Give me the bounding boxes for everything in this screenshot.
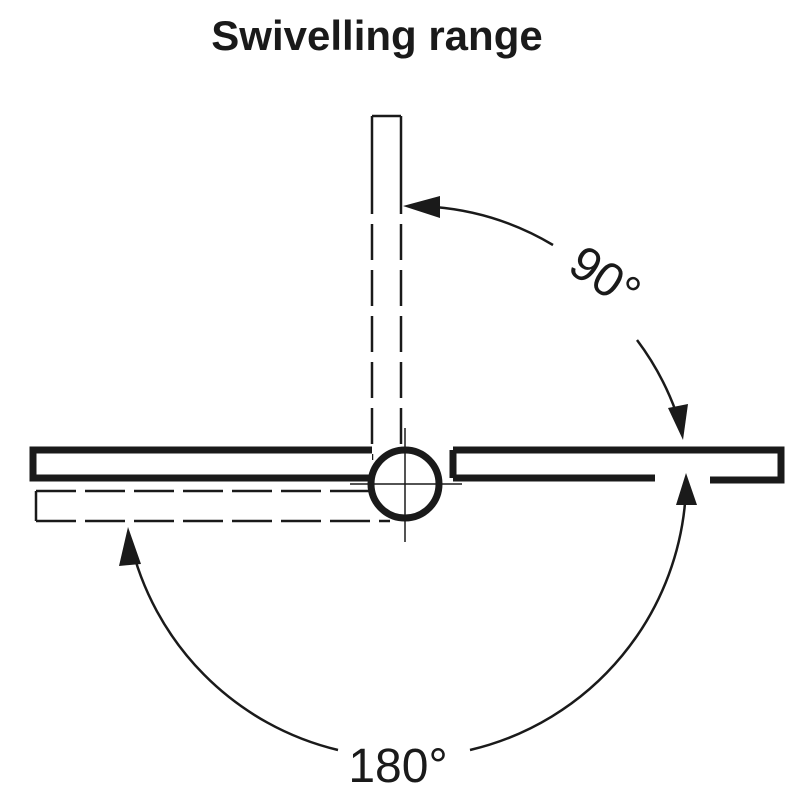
hinge-pivot	[350, 428, 462, 542]
lower-leaf-phantom	[34, 489, 390, 523]
arc-180-degrees	[119, 473, 697, 752]
angle-180-label: 180°	[348, 740, 447, 789]
arrow-up-90-icon	[403, 196, 440, 218]
angle-90-label: 90°	[560, 236, 650, 321]
arc-90-degrees	[403, 196, 688, 440]
arrow-down-90-icon	[668, 404, 688, 440]
vertical-leaf-phantom	[370, 114, 403, 460]
arrow-up-180-left-icon	[119, 527, 141, 566]
horizontal-leaf	[29, 446, 785, 484]
diagram-title: Swivelling range	[211, 12, 542, 59]
arrow-up-180-right-icon	[676, 473, 697, 505]
